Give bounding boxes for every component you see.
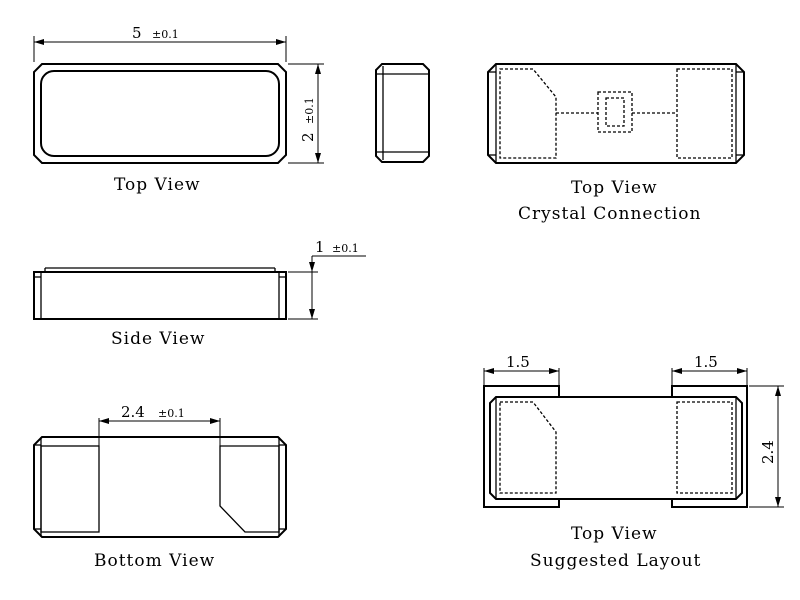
crystal-connection-label-1: Top View (571, 178, 658, 198)
suggested-layout-label-1: Top View (571, 524, 658, 544)
pad-gap-value: 2.4 (121, 403, 145, 421)
width-tolerance: ±0.1 (303, 97, 316, 124)
pad-gap-tolerance: ±0.1 (158, 407, 185, 420)
width-value: 2 (299, 132, 317, 142)
length-tolerance: ±0.1 (152, 28, 179, 41)
crystal-inner (605, 97, 625, 127)
bottom-view: 2.4 ±0.1 Bottom View (33, 403, 287, 571)
crystal-connection-view: Top View Crystal Connection (487, 63, 745, 224)
suggested-layout-view: 1.5 1.5 2.4 Top View Suggested Layout (483, 353, 784, 571)
top-view-label: Top View (114, 175, 201, 195)
top-view-lid (40, 70, 280, 157)
side-view-body (33, 271, 287, 320)
suggested-layout-label-2: Suggested Layout (530, 551, 701, 571)
bottom-pad-left (40, 445, 100, 533)
pad-width-right-value: 1.5 (694, 353, 718, 371)
pad-right-dashed (676, 68, 733, 159)
bottom-view-label: Bottom View (94, 551, 215, 571)
height-value: 1 (315, 238, 325, 256)
height-tolerance: ±0.1 (332, 242, 359, 255)
crystal-outer (597, 91, 633, 133)
side-view: 1 ±0.1 Side View (33, 238, 366, 349)
pad-height-value: 2.4 (759, 440, 777, 464)
bottom-pad-right (219, 445, 280, 533)
suggested-layout-body (489, 396, 743, 500)
bottom-view-body (33, 436, 287, 538)
top-view: 5 ±0.1 2 ±0.1 Top View (33, 24, 324, 195)
pad-left-dashed (499, 68, 557, 159)
side-view-label: Side View (111, 329, 205, 349)
length-value: 5 (132, 24, 142, 42)
end-view (375, 63, 430, 163)
crystal-connection-label-2: Crystal Connection (518, 204, 701, 224)
crystal-connection-body (487, 63, 745, 164)
pad-width-left-value: 1.5 (506, 353, 530, 371)
